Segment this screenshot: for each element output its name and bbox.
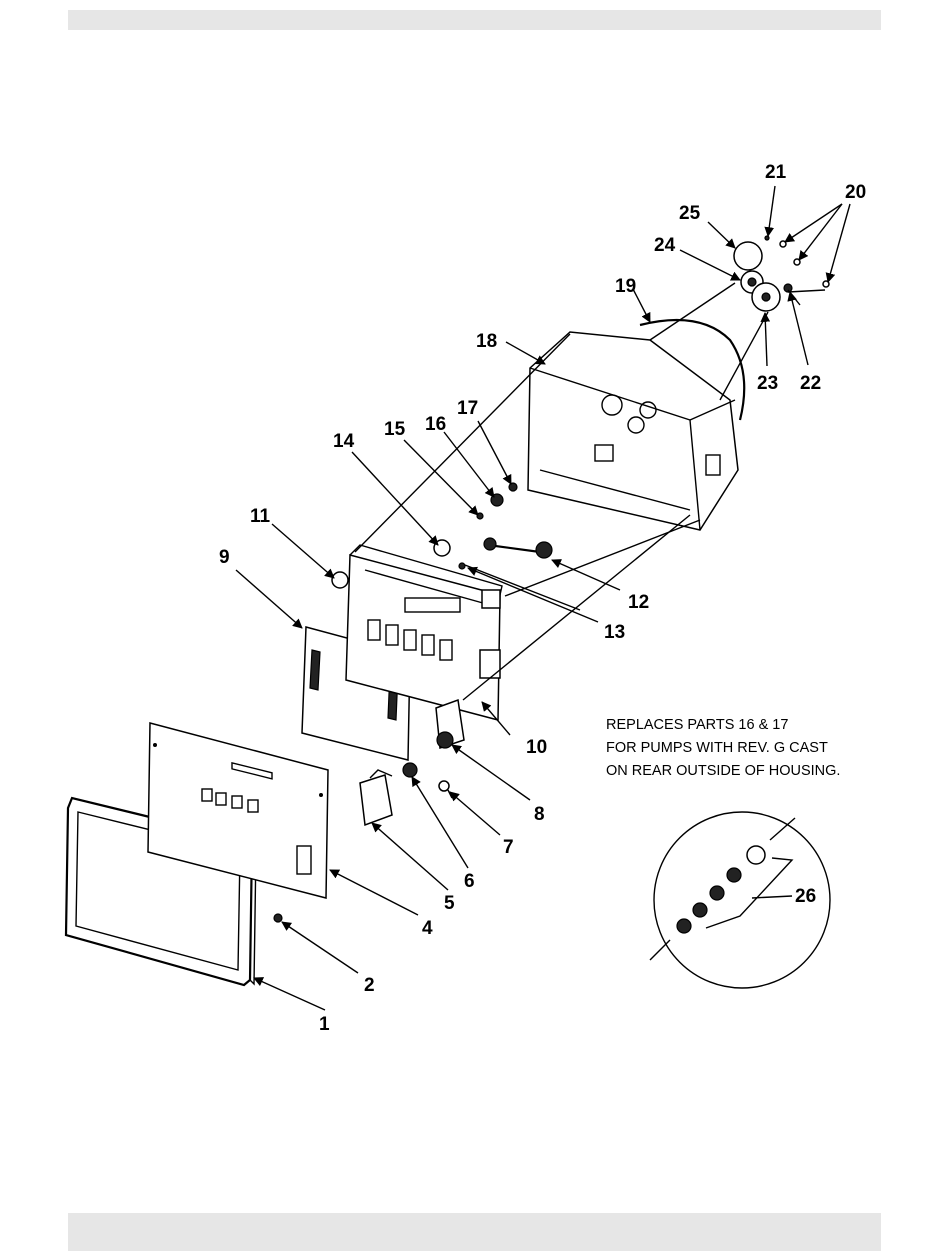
- screw-7: [439, 781, 452, 798]
- callout-8: 8: [534, 804, 545, 825]
- callout-2: 2: [364, 975, 375, 996]
- shaft-assembly: [459, 538, 552, 569]
- knob-11: [332, 572, 348, 588]
- callout-7: 7: [503, 837, 514, 858]
- callout-18: 18: [476, 331, 497, 352]
- callout-10: 10: [526, 737, 547, 758]
- note-line-2: FOR PUMPS WITH REV. G CAST: [606, 740, 828, 756]
- pump-housing: [528, 332, 738, 530]
- replacement-note: REPLACES PARTS 16 & 17 FOR PUMPS WITH RE…: [606, 717, 840, 779]
- callout-23: 23: [757, 373, 778, 394]
- leader-arrows: [236, 186, 850, 1010]
- callout-13: 13: [604, 622, 625, 643]
- callout-14: 14: [333, 431, 355, 452]
- callout-21: 21: [765, 162, 787, 183]
- capacitor: [360, 770, 392, 825]
- callout-16: 16: [425, 414, 446, 435]
- callout-25: 25: [679, 203, 701, 224]
- callout-1: 1: [319, 1014, 330, 1035]
- callout-19: 19: [615, 276, 636, 297]
- callout-20: 20: [845, 182, 866, 203]
- grommet: [403, 763, 417, 777]
- callout-22: 22: [800, 373, 821, 394]
- pressure-switch: [436, 700, 464, 748]
- callout-15: 15: [384, 419, 406, 440]
- callout-26: 26: [795, 886, 816, 907]
- note-line-3: ON REAR OUTSIDE OF HOUSING.: [606, 763, 840, 779]
- screw-2: [274, 914, 282, 922]
- gear-assembly: [734, 236, 829, 311]
- callout-17: 17: [457, 398, 478, 419]
- washer-17: [509, 483, 517, 491]
- note-line-1: REPLACES PARTS 16 & 17: [606, 717, 788, 733]
- screw-15: [477, 513, 483, 519]
- callout-24: 24: [654, 235, 676, 256]
- callout-12: 12: [628, 592, 649, 613]
- callout-11: 11: [250, 506, 271, 527]
- control-panel-board: [148, 723, 328, 898]
- callout-5: 5: [444, 893, 455, 914]
- callout-6: 6: [464, 871, 475, 892]
- callout-4: 4: [422, 918, 433, 939]
- callout-9: 9: [219, 547, 230, 568]
